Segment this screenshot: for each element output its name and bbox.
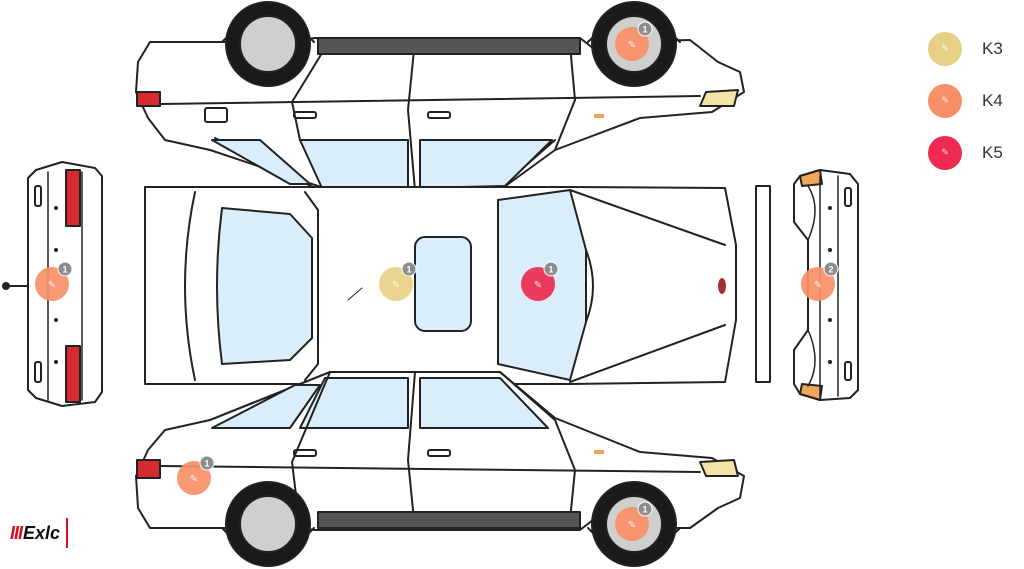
top-hood-lines [569, 189, 726, 383]
side-top-crease [159, 95, 701, 105]
brand-logo: III Exlc [10, 518, 69, 548]
damage-count-label: 1 [204, 459, 209, 469]
damage-legend: ✎ K3 ✎ K4 ✎ K5 [928, 32, 1018, 188]
damage-marker-dot[interactable] [615, 27, 649, 61]
top-roof-scratch [347, 287, 363, 301]
side-bottom-front-door-window [419, 377, 549, 429]
damage-count-badge [637, 501, 653, 517]
legend-label-k3: K3 [982, 39, 1003, 58]
legend-swatch-k4: ✎ [928, 84, 962, 118]
damage-count-badge [637, 21, 653, 37]
side-bottom-rear-rim [239, 495, 297, 553]
front-light-lower [799, 383, 823, 401]
logo-slash [66, 518, 69, 548]
side-top-rear-window [211, 139, 311, 185]
wrench-icon: ✎ [628, 520, 636, 531]
wrench-icon: ✎ [534, 280, 542, 291]
top-rear-pillar [184, 191, 319, 381]
damage-marker-dot[interactable] [379, 267, 413, 301]
damage-marker-hood[interactable]: ✎1 [521, 261, 559, 301]
damage-marker-top-side-rear-wheel[interactable]: ✎1 [615, 21, 653, 61]
wrench-icon: ✎ [48, 280, 56, 291]
damage-marker-bottom-side-front-wheel[interactable]: ✎1 [615, 501, 653, 541]
damage-count-badge [199, 455, 215, 471]
damage-marker-rear-bumper[interactable]: ✎1 [35, 261, 73, 301]
logo-text: Exlc [23, 522, 61, 543]
side-top-rear-handle [293, 111, 317, 119]
wrench-icon: ✎ [190, 474, 198, 485]
damage-marker-bottom-side-rear-panel[interactable]: ✎1 [177, 455, 215, 495]
legend-swatch-k3: ✎ [928, 32, 962, 66]
damage-count-badge [823, 261, 839, 277]
front-marker-lower [844, 361, 852, 381]
legend-label-k5: K5 [982, 143, 1003, 162]
top-rear-window [216, 207, 313, 365]
side-top-headlight [699, 89, 739, 107]
rear-left-light-lower [65, 345, 81, 403]
wrench-icon: ✎ [628, 40, 636, 51]
damage-count-badge [57, 261, 73, 277]
side-top-front-handle [427, 111, 451, 119]
side-top-turn-signal [594, 114, 604, 118]
damage-marker-front-bumper[interactable]: ✎2 [801, 261, 839, 301]
damage-count-badge [401, 261, 417, 277]
legend-item-k5: ✎ K5 [928, 136, 1018, 170]
top-hood-emblem [718, 278, 726, 294]
damage-marker-dot[interactable] [801, 267, 835, 301]
side-top-sill [317, 37, 581, 55]
wrench-icon: ✎ [941, 147, 949, 157]
side-bottom-rear-window [211, 384, 321, 429]
car-side-view-bottom [135, 371, 745, 567]
damage-marker-dot[interactable] [35, 267, 69, 301]
damage-marker-dot[interactable] [521, 267, 555, 301]
damage-count-badge [543, 261, 559, 277]
side-bottom-front-handle [427, 449, 451, 457]
damage-marker-roof[interactable]: ✎1 [379, 261, 417, 301]
rear-marker-lower [34, 361, 42, 383]
legend-item-k3: ✎ K3 [928, 32, 1018, 66]
legend-label-k4: K4 [982, 91, 1003, 110]
damage-marker-dot[interactable] [615, 507, 649, 541]
wrench-icon: ✎ [941, 95, 949, 105]
damage-count-label: 1 [548, 265, 553, 275]
car-top-view [144, 186, 737, 385]
side-bottom-crease [159, 465, 701, 473]
wrench-icon: ✎ [941, 43, 949, 53]
wrench-icon: ✎ [392, 280, 400, 291]
bumper-bolts [54, 206, 832, 364]
rear-marker-upper [34, 185, 42, 207]
damage-marker-dot[interactable] [177, 461, 211, 495]
damage-count-label: 1 [406, 265, 411, 275]
front-light-upper [799, 169, 823, 187]
side-top-taillight [136, 91, 161, 107]
rear-left-light-upper [65, 169, 81, 227]
car-side-view-top [135, 1, 745, 191]
rear-antenna-tip [2, 282, 10, 290]
side-bottom-sill [317, 511, 581, 529]
legend-swatch-k5: ✎ [928, 136, 962, 170]
damage-count-label: 2 [828, 265, 833, 275]
side-bottom-rear-handle [293, 449, 317, 457]
damage-count-label: 1 [62, 265, 67, 275]
damage-markers: ✎1✎1✎1✎1✎2✎1✎1 [35, 21, 839, 541]
top-sunroof [414, 236, 472, 332]
front-glass-strip [755, 185, 771, 383]
damage-count-label: 1 [642, 505, 647, 515]
side-top-rear-rim [239, 15, 297, 73]
logo-bars: III [10, 522, 23, 543]
side-bottom-taillight [136, 459, 161, 479]
legend-item-k4: ✎ K4 [928, 84, 1018, 118]
front-marker-upper [844, 187, 852, 207]
side-top-side-marker [204, 107, 228, 123]
wrench-icon: ✎ [814, 280, 822, 291]
damage-count-label: 1 [642, 25, 647, 35]
side-bottom-back-door-window [299, 377, 409, 429]
side-bottom-headlight [699, 459, 739, 477]
side-bottom-turn-signal [594, 450, 604, 454]
